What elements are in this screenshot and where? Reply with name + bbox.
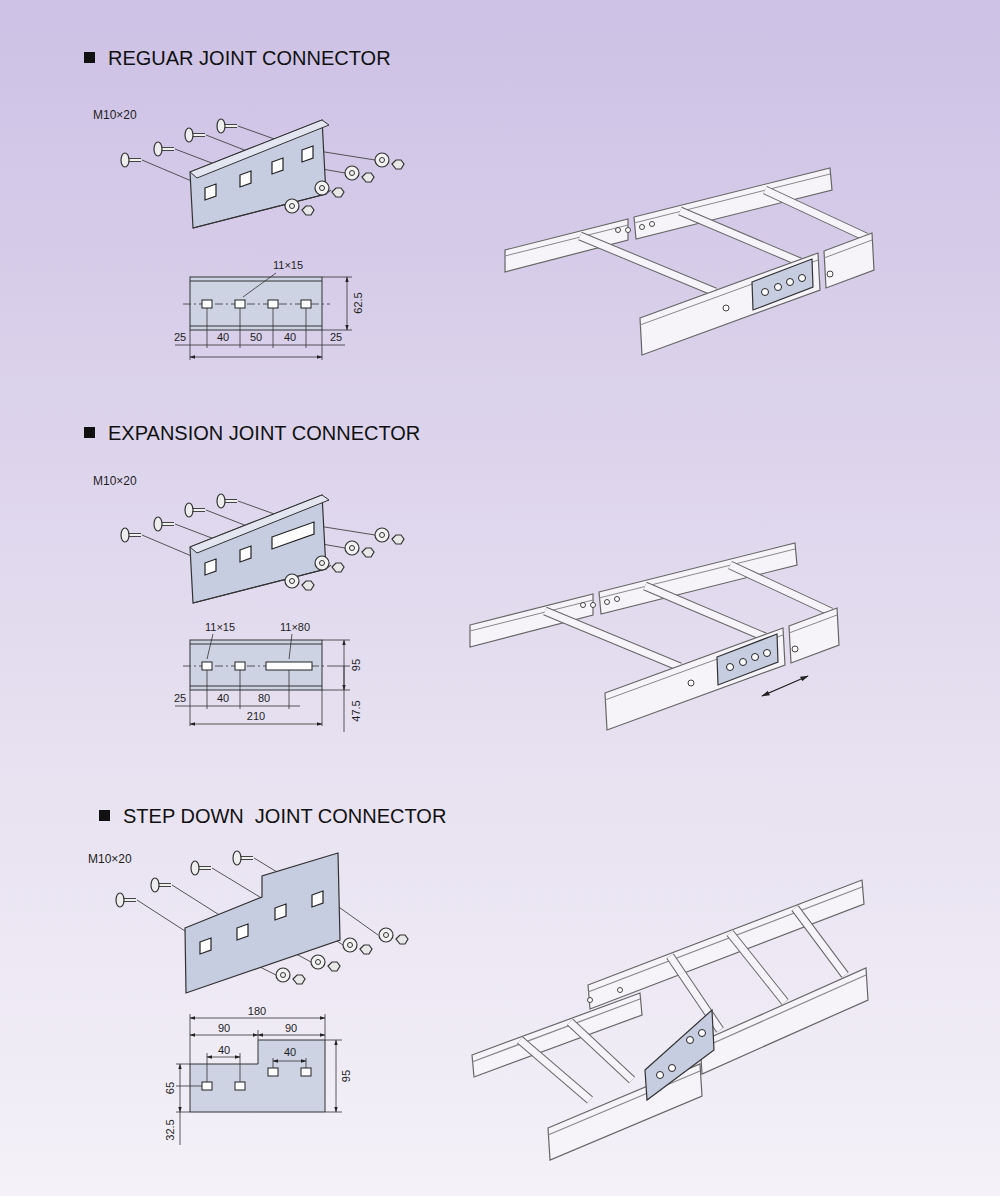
dimension-label: 80: [258, 693, 270, 704]
section-heading: STEP DOWN JOINT CONNECTOR: [123, 806, 446, 826]
dimension-label: 47.5: [351, 700, 362, 721]
dimension-label: 95: [341, 1070, 352, 1082]
bolt-spec-label: M10×20: [93, 475, 137, 487]
dimension-label: 40: [218, 1045, 230, 1056]
dimension-label: 25: [330, 332, 342, 343]
dimension-label: 90: [218, 1023, 230, 1034]
dimension-label: 62.5: [353, 292, 364, 313]
dimension-label: 40: [284, 332, 296, 343]
dimension-label: 40: [217, 332, 229, 343]
dimension-label: 180: [248, 1006, 266, 1017]
dimension-label: 95: [351, 659, 362, 671]
bolt-spec-label: M10×20: [93, 109, 137, 121]
dimension-label: 50: [250, 332, 262, 343]
dimension-label: 40: [217, 693, 229, 704]
dimension-label: 65: [165, 1082, 176, 1094]
dimension-label: 25: [174, 693, 186, 704]
slot-size-label: 11×15: [205, 622, 235, 633]
dimension-label: 25: [174, 332, 186, 343]
dimension-label: 210: [247, 711, 265, 722]
dimension-label: 32.5: [165, 1119, 176, 1140]
bolt-spec-label: M10×20: [88, 853, 132, 865]
dimension-label: 40: [284, 1047, 296, 1058]
section-heading: REGUAR JOINT CONNECTOR: [108, 48, 391, 68]
slot-size-label: 11×15: [273, 260, 303, 271]
section-heading: EXPANSION JOINT CONNECTOR: [108, 423, 420, 443]
slot-size-label: 11×80: [280, 622, 310, 633]
dimension-label: 90: [285, 1023, 297, 1034]
